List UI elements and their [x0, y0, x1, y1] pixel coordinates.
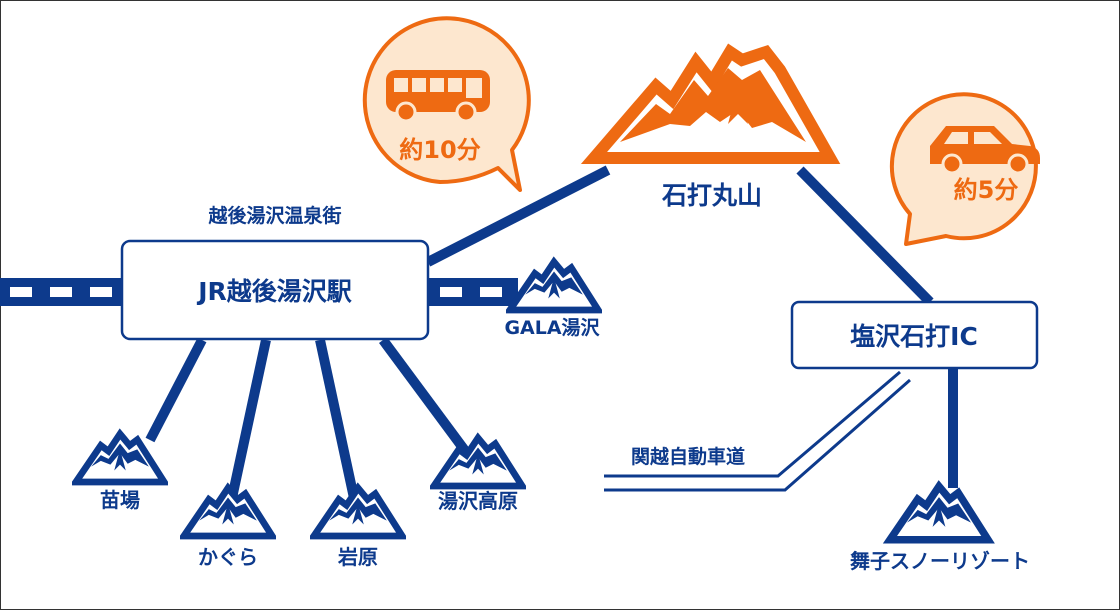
car-time-bubble	[889, 92, 1038, 246]
road-lines	[145, 165, 958, 500]
railway-left	[0, 278, 124, 306]
road-to-yuzawa-kogen	[378, 337, 471, 455]
highway-label: 関越自動車道	[631, 445, 745, 468]
car-time-label: 約5分	[954, 176, 1019, 204]
expressway-lines	[604, 370, 911, 492]
car-icon	[930, 126, 1040, 175]
destination-mountain-icon	[580, 43, 841, 164]
resort-label-iwappara: 岩原	[337, 545, 378, 569]
railway-right	[428, 278, 518, 306]
station-label: JR越後湯沢駅	[196, 277, 352, 306]
resort-label-kagura: かぐら	[198, 545, 258, 569]
road-to-kagura	[227, 338, 271, 500]
road-to-naeba	[145, 337, 207, 443]
bus-time-label: 約10分	[399, 136, 480, 164]
resort-label-yuzawa-kogen: 湯沢高原	[438, 489, 518, 513]
resort-label-naeba: 苗場	[100, 488, 140, 512]
road-station-to-ishiuchi	[425, 165, 611, 267]
road-to-iwappara	[315, 338, 359, 500]
destination-label: 石打丸山	[661, 181, 762, 210]
resort-label-maiko: 舞子スノーリゾート	[850, 549, 1030, 573]
road-ishiuchi-to-ic	[796, 166, 934, 306]
bus-icon	[386, 70, 490, 123]
resort-label-gala: GALA湯沢	[504, 316, 600, 339]
station-box	[120, 239, 430, 341]
interchange-box	[790, 300, 1039, 370]
interchange-label: 塩沢石打IC	[850, 322, 978, 351]
area-label: 越後湯沢温泉街	[207, 204, 341, 227]
